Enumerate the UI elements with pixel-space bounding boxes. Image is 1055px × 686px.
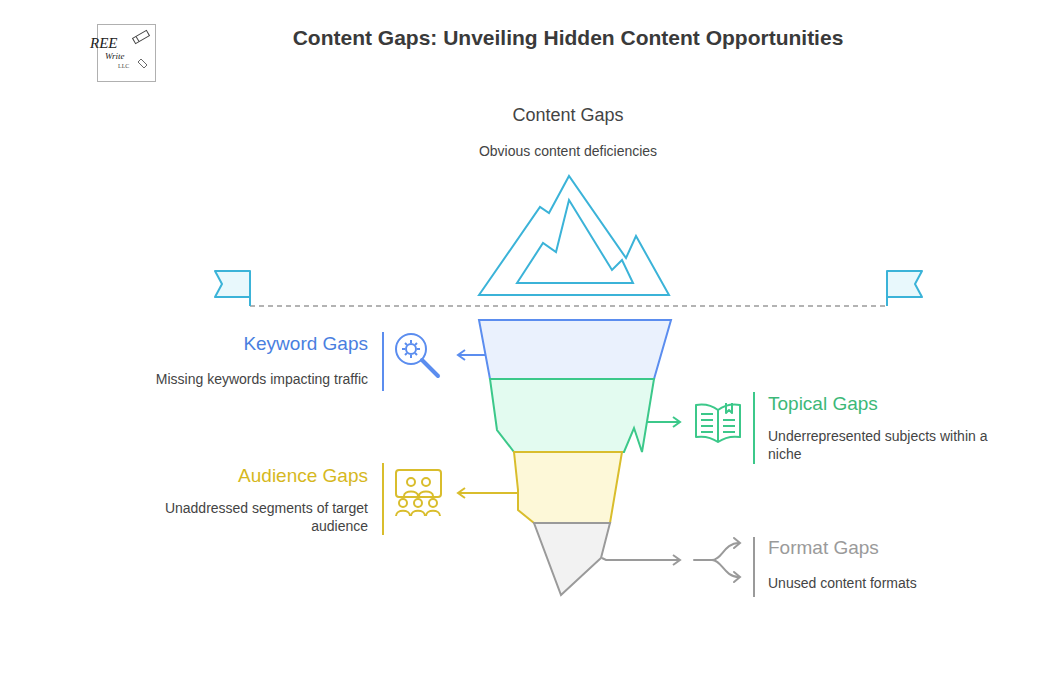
node-heading: Audience Gaps [148, 464, 368, 488]
pencil-symbol [133, 30, 150, 43]
water-line [250, 305, 887, 307]
node-outline [474, 315, 676, 385]
iceberg-outline [514, 452, 622, 523]
logo-text: LLC [118, 63, 138, 71]
flag-left [215, 271, 250, 306]
split-arrow-icon [694, 538, 740, 582]
node-outline [529, 518, 615, 600]
iceberg-outline [534, 523, 610, 595]
logo [98, 25, 156, 82]
logo-text: REE [90, 34, 140, 53]
iceberg-outline [479, 320, 671, 379]
node-outline [485, 374, 659, 457]
leader-arrow [458, 350, 485, 360]
node-heading: Format Gaps [768, 536, 988, 560]
iceberg-band: Format GapsUnused content formats [529, 518, 615, 600]
iceberg-tip: Content GapsObvious content deficiencies [470, 168, 678, 302]
iceberg-band: Audience GapsUnaddressed segments of tar… [509, 447, 627, 528]
iceberg-outline [490, 379, 654, 452]
node-description: Underrepresented subjects within a niche [768, 428, 1013, 464]
node-description: Missing keywords impacting traffic [108, 371, 368, 389]
iceberg-outline [517, 200, 633, 283]
node-outline [470, 168, 678, 302]
book-icon [696, 403, 740, 442]
node-outline [509, 447, 627, 528]
logo-text: Write [105, 51, 145, 63]
node-heading: Content Gaps [418, 104, 718, 127]
iceberg-band: Topical GapsUnderrepresented subjects wi… [485, 374, 659, 457]
node-description: Obvious content deficiencies [408, 143, 728, 161]
node-heading: Keyword Gaps [148, 332, 368, 356]
search-gear-icon [396, 334, 438, 376]
leader-arrow [458, 488, 519, 498]
node-description: Unused content formats [768, 575, 1008, 593]
iceberg-outline [479, 176, 669, 295]
logo-frame [98, 25, 156, 82]
leader-arrow [645, 417, 680, 427]
audience-icon [396, 470, 441, 516]
iceberg-band: Keyword GapsMissing keywords impacting t… [474, 315, 676, 385]
pen-symbol [138, 59, 147, 68]
flag-right [887, 271, 922, 306]
diagram-title: Content Gaps: Unveiling Hidden Content O… [118, 25, 1018, 52]
node-description: Unaddressed segments of target audience [140, 500, 368, 536]
leader-arrow [602, 555, 680, 565]
node-heading: Topical Gaps [768, 392, 1008, 416]
